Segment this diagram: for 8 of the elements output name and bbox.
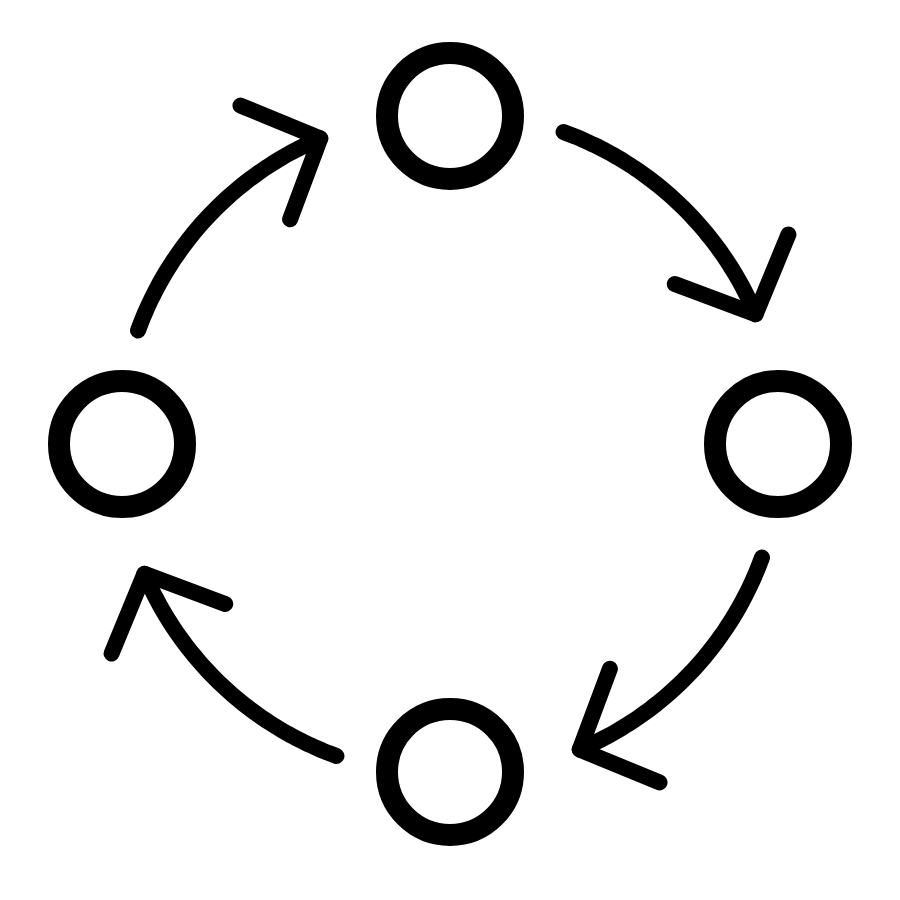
curved-arrow bbox=[555, 124, 797, 323]
curved-arrow bbox=[571, 549, 770, 791]
ring-node bbox=[376, 42, 524, 190]
ring-node bbox=[376, 698, 524, 846]
ring-node bbox=[704, 370, 852, 518]
curved-arrow bbox=[103, 565, 345, 764]
ring-node bbox=[48, 370, 196, 518]
curved-arrow bbox=[130, 97, 329, 339]
